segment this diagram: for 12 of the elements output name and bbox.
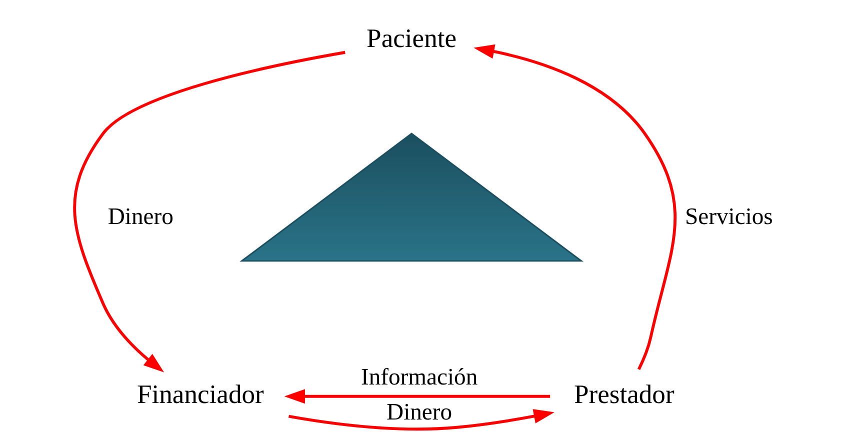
arrow <box>288 409 554 431</box>
node-text: Paciente <box>366 23 457 54</box>
edge-label: Dinero <box>386 400 452 426</box>
arrow <box>474 44 676 370</box>
edge-label: Información <box>360 364 478 390</box>
node-triangle <box>240 132 584 262</box>
edge-label: Servicios <box>685 204 773 230</box>
node-text: Financiador <box>137 378 264 409</box>
node-text: Prestador <box>574 378 674 409</box>
arrow <box>284 389 550 404</box>
edge-label: Dinero <box>108 204 174 230</box>
arrow <box>73 50 346 372</box>
